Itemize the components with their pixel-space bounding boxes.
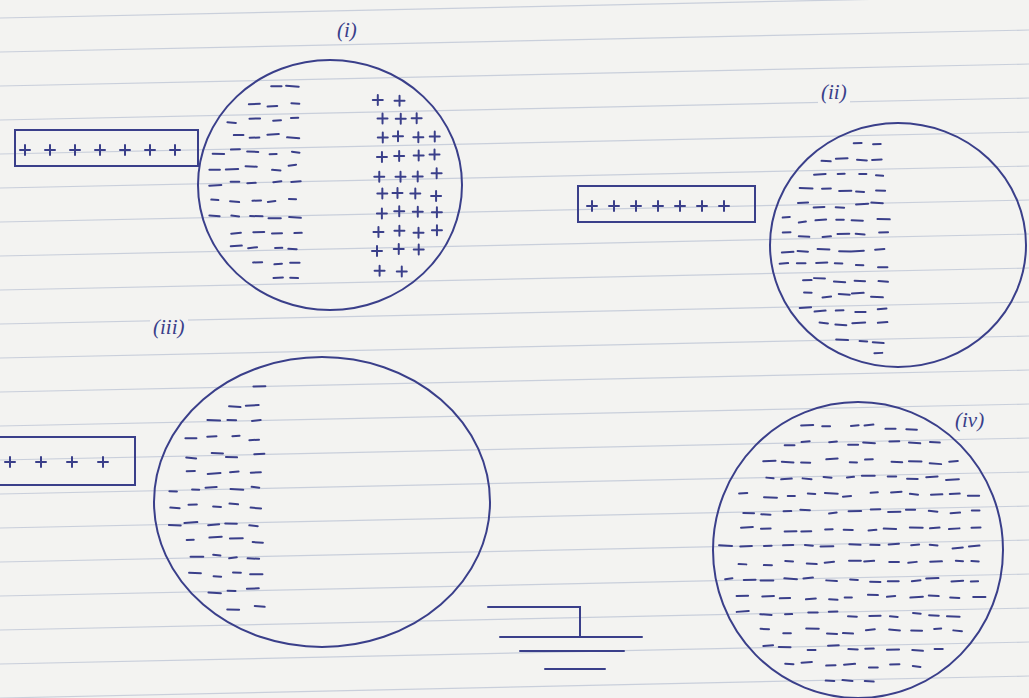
sphere bbox=[770, 123, 1026, 367]
negative-charges bbox=[169, 86, 986, 682]
sphere bbox=[198, 60, 462, 310]
ruled-line bbox=[0, 676, 1029, 698]
ruled-line bbox=[0, 64, 1029, 86]
ruled-line bbox=[0, 0, 1029, 18]
ruled-line bbox=[0, 234, 1029, 256]
ruled-line bbox=[0, 540, 1029, 562]
ruled-line bbox=[0, 370, 1029, 392]
ruled-line bbox=[0, 268, 1029, 290]
charged-rod bbox=[15, 130, 198, 166]
ruled-line bbox=[0, 438, 1029, 460]
stage-label: (i) bbox=[334, 18, 360, 43]
ruled-line bbox=[0, 30, 1029, 52]
ruled-line bbox=[0, 98, 1029, 120]
ruled-line bbox=[0, 404, 1029, 426]
ruled-line bbox=[0, 608, 1029, 630]
stage-label: (ii) bbox=[818, 80, 850, 105]
stage-label: (iii) bbox=[150, 315, 188, 340]
sphere bbox=[154, 357, 490, 647]
ruled-line bbox=[0, 574, 1029, 596]
charged-rod bbox=[578, 186, 755, 222]
ruled-line bbox=[0, 642, 1029, 664]
stage-label: (iv) bbox=[952, 408, 987, 433]
earth-symbol bbox=[500, 637, 642, 669]
earth-wire bbox=[488, 607, 580, 636]
ruled-line bbox=[0, 166, 1029, 188]
positive-charges bbox=[5, 95, 729, 467]
sphere bbox=[713, 402, 1003, 698]
